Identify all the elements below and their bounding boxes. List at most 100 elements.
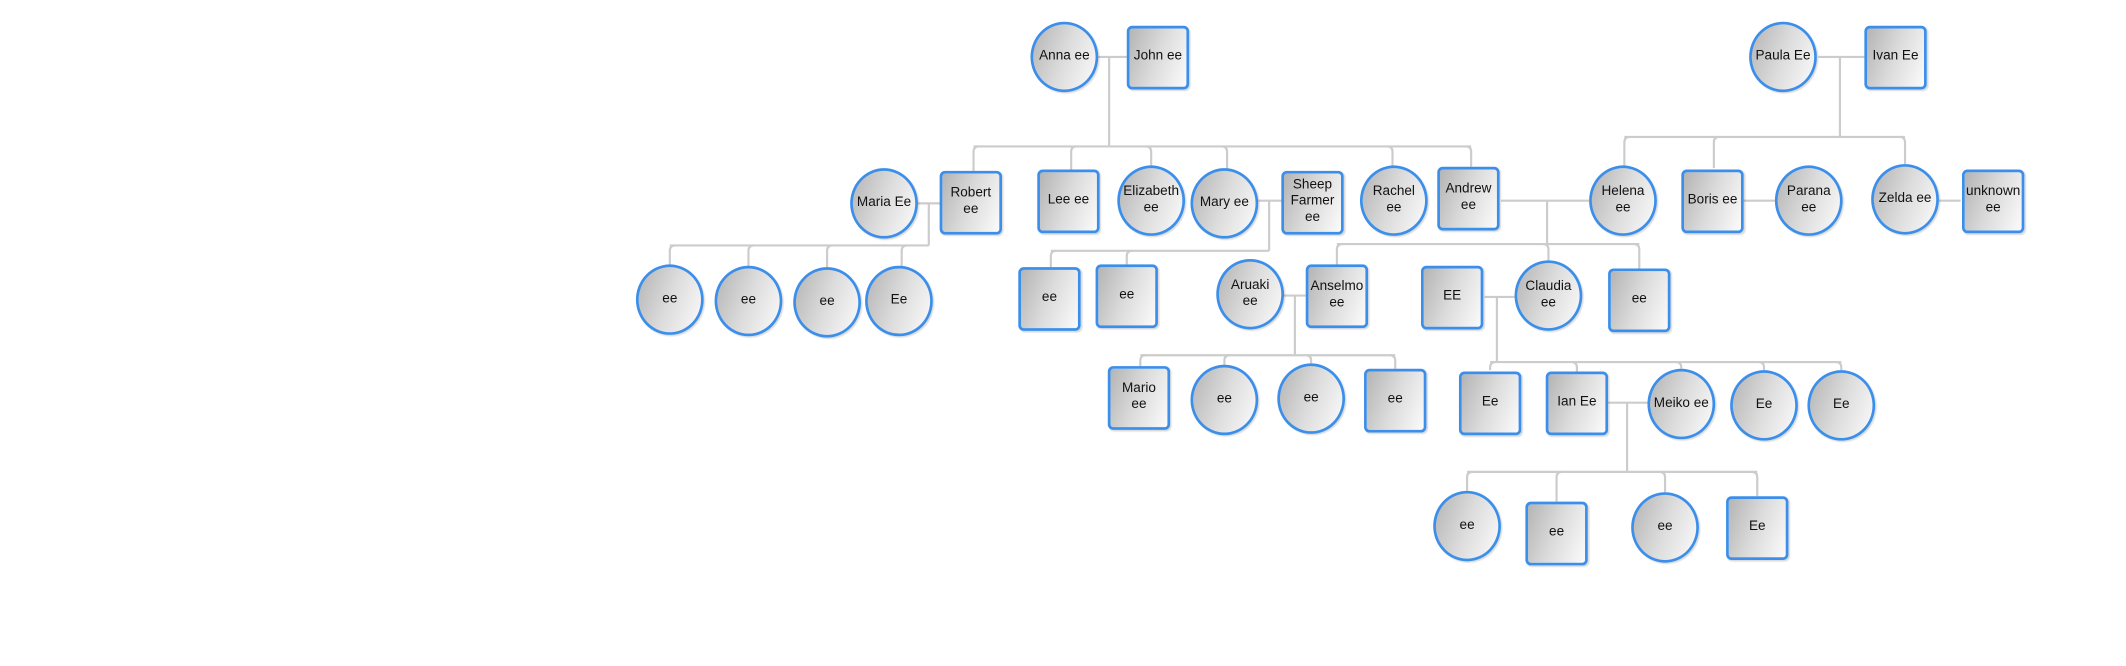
connector-line	[1389, 354, 1397, 369]
person-name: Parana ee	[1786, 184, 1831, 216]
person-name: ee	[1216, 391, 1232, 407]
person-name: ee	[1459, 517, 1475, 533]
connector-line	[826, 244, 833, 269]
person-node-circle[interactable]: ee	[1433, 490, 1501, 562]
person-name: Ee	[1833, 397, 1850, 413]
person-name: Ee	[1481, 394, 1499, 410]
person-name: ee	[1657, 519, 1673, 535]
person-node-square[interactable]: unknown ee	[1961, 168, 2025, 233]
person-name: Andrew ee	[1445, 181, 1492, 213]
person-node-circle[interactable]: Ee	[865, 265, 933, 337]
person-node-circle[interactable]: Zelda ee	[1871, 164, 1939, 235]
connector-line	[1835, 360, 1843, 371]
connector-line	[1899, 135, 1907, 165]
person-name: Ian Ee	[1557, 394, 1597, 410]
person-node-circle[interactable]: Maria Ee	[850, 168, 918, 239]
connector-line	[1751, 470, 1759, 497]
person-node-circle[interactable]: Mary ee	[1190, 168, 1259, 239]
person-node-square[interactable]: ee	[1608, 267, 1671, 332]
person-node-circle[interactable]: Meiko ee	[1647, 368, 1716, 440]
person-node-circle[interactable]: ee	[635, 264, 704, 335]
person-name: Aruaki ee	[1230, 277, 1270, 310]
connector-line	[668, 244, 676, 266]
person-name: Rachel ee	[1372, 184, 1415, 216]
person-name: ee	[740, 292, 756, 308]
person-node-square[interactable]: John ee	[1126, 25, 1190, 89]
connector-line	[1633, 242, 1641, 270]
person-node-square[interactable]: Anselmo ee	[1305, 263, 1369, 328]
person-node-square[interactable]: Lee ee	[1037, 168, 1100, 233]
connector-line	[900, 244, 908, 268]
person-name: Ee	[1755, 397, 1773, 413]
person-name: Ivan Ee	[1872, 48, 1919, 64]
person-node-circle[interactable]: Parana ee	[1774, 165, 1843, 236]
person-node-square[interactable]: Mario ee	[1107, 365, 1171, 430]
connector-line	[1139, 354, 1146, 368]
connector-line	[1305, 354, 1313, 364]
person-name: Mary ee	[1199, 195, 1249, 211]
person-name: Boris ee	[1687, 192, 1738, 208]
person-node-circle[interactable]: Claudia ee	[1514, 260, 1583, 331]
person-name: Lee ee	[1047, 192, 1090, 208]
person-name: John ee	[1133, 48, 1183, 64]
connector-line	[1555, 470, 1563, 502]
person-node-square[interactable]: Sheep Farmer ee	[1281, 170, 1344, 234]
person-node-square[interactable]: ee	[1364, 368, 1427, 432]
person-name: ee	[1549, 524, 1565, 540]
connector-line	[1145, 145, 1153, 167]
person-node-square[interactable]: ee	[1018, 266, 1081, 331]
person-name: Helena ee	[1601, 184, 1645, 216]
person-node-square[interactable]: ee	[1525, 501, 1588, 565]
person-name: Sheep Farmer ee	[1290, 177, 1335, 226]
person-name: ee	[819, 294, 835, 310]
person-node-square[interactable]: Boris ee	[1681, 168, 1744, 233]
person-node-square[interactable]: Ee	[1726, 495, 1789, 560]
person-node-circle[interactable]: Rachel ee	[1359, 165, 1428, 236]
person-node-square[interactable]: Ivan Ee	[1864, 25, 1927, 89]
connector-line	[1125, 249, 1133, 265]
connector-line	[1542, 242, 1550, 262]
person-node-circle[interactable]: ee	[714, 265, 783, 337]
person-node-circle[interactable]: Ee	[1807, 370, 1876, 441]
person-node-square[interactable]: EE	[1420, 265, 1484, 329]
connector-line	[1465, 470, 1473, 493]
person-name: ee	[1041, 290, 1058, 306]
connector-line	[1465, 145, 1473, 167]
person-name: ee	[662, 291, 678, 307]
person-node-circle[interactable]: ee	[793, 267, 861, 338]
person-node-circle[interactable]: Elizabeth ee	[1117, 165, 1186, 236]
person-node-square[interactable]: Robert ee	[939, 170, 1003, 234]
person-node-square[interactable]: Andrew ee	[1437, 166, 1500, 230]
person-name: Ee	[890, 292, 908, 308]
person-name: ee	[1387, 391, 1403, 407]
person-name: Zelda ee	[1878, 191, 1932, 207]
person-name: Paula Ee	[1755, 48, 1811, 64]
person-name: Robert ee	[950, 185, 992, 217]
person-node-circle[interactable]: ee	[1190, 364, 1259, 436]
person-node-circle[interactable]: Helena ee	[1589, 165, 1657, 236]
person-node-circle[interactable]: ee	[1277, 363, 1346, 434]
person-node-circle[interactable]: ee	[1631, 492, 1699, 563]
person-node-square[interactable]: Ian Ee	[1545, 370, 1609, 435]
person-name: Meiko ee	[1653, 395, 1709, 411]
person-node-circle[interactable]: Anna ee	[1030, 21, 1099, 93]
person-name: Elizabeth ee	[1123, 184, 1180, 216]
person-name: Anselmo ee	[1310, 279, 1364, 311]
person-name: ee	[1631, 291, 1647, 307]
person-node-circle[interactable]: Paula Ee	[1749, 21, 1817, 93]
connector-line	[1049, 249, 1057, 268]
person-node-circle[interactable]: Ee	[1730, 370, 1798, 441]
connector-line	[1223, 354, 1230, 367]
connector-line	[1221, 145, 1229, 170]
person-name: unknown ee	[1966, 184, 2021, 216]
person-node-circle[interactable]: Aruaki ee	[1216, 258, 1285, 330]
person-name: Mario ee	[1121, 381, 1156, 413]
connector-line	[1387, 145, 1394, 169]
person-name: Claudia ee	[1525, 279, 1572, 311]
person-node-square[interactable]: ee	[1095, 263, 1158, 328]
connector-line	[1659, 470, 1667, 493]
person-node-square[interactable]: Ee	[1458, 370, 1522, 435]
connector-line	[1675, 360, 1683, 369]
